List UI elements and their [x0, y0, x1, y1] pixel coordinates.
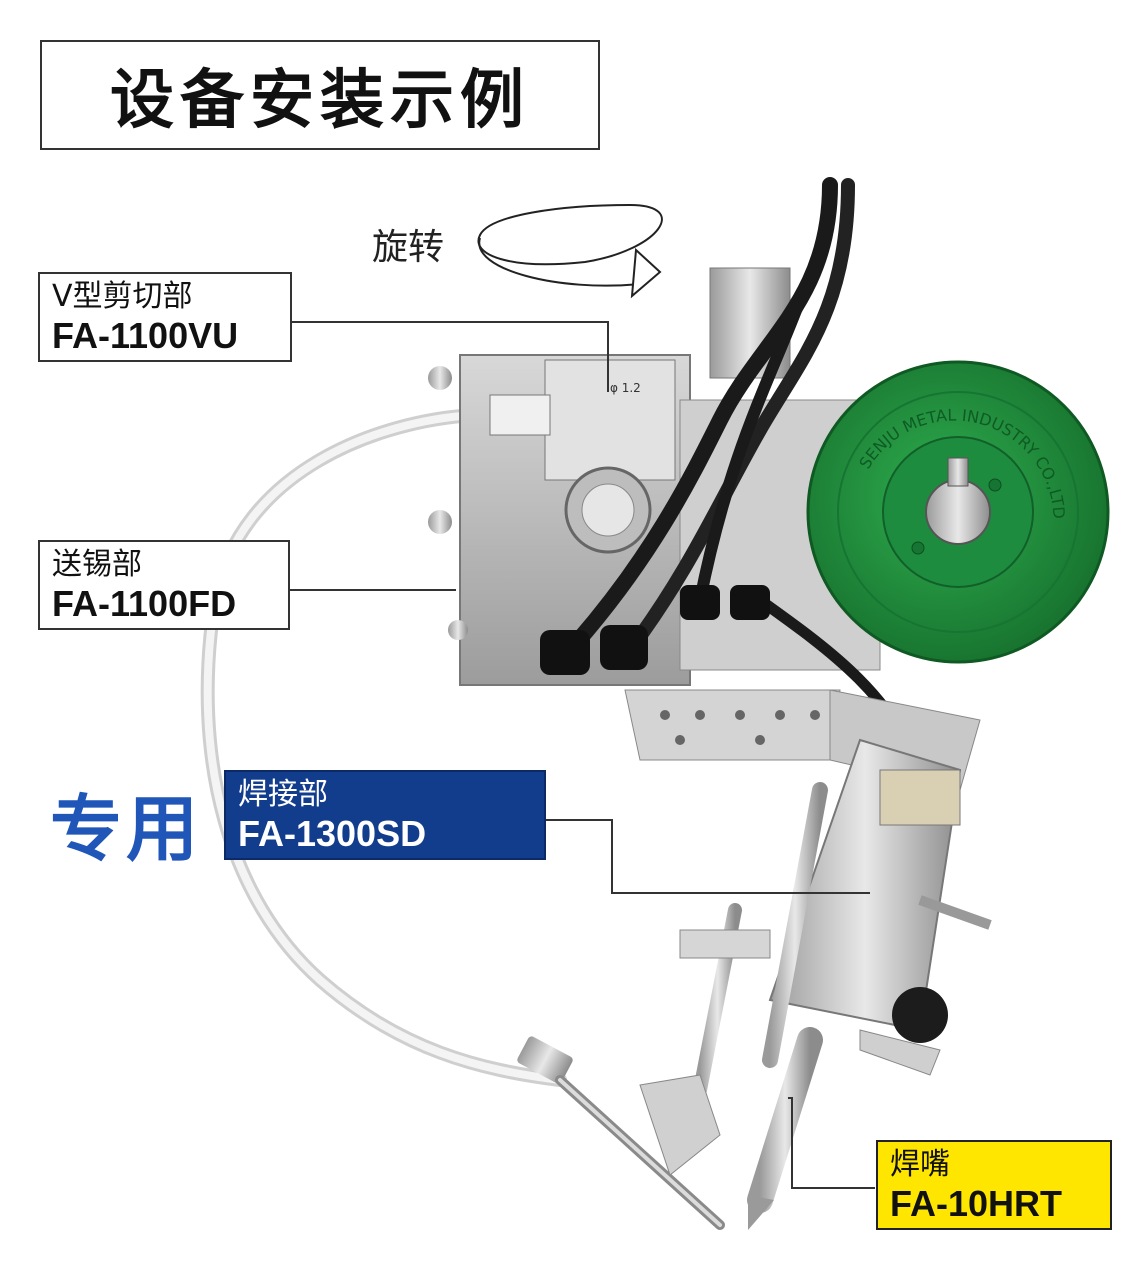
mounting-bracket — [624, 689, 841, 761]
callout-tip-model: FA-10HRT — [890, 1182, 1063, 1224]
callout-feeder-model: FA-1100FD — [52, 582, 237, 624]
callout-solder-head: 焊接部 FA-1300SD — [224, 770, 546, 860]
callout-feeder: 送锡部 FA-1100FD — [38, 540, 290, 630]
rotation-arrow — [477, 204, 663, 299]
callout-tip: 焊嘴 FA-10HRT — [876, 1140, 1112, 1230]
callout-feeder-name: 送锡部 — [52, 547, 142, 582]
callout-tip-name: 焊嘴 — [890, 1147, 950, 1182]
callout-cutter-name: V型剪切部 — [52, 279, 193, 314]
callout-cutter-model: FA-1100VU — [52, 314, 239, 356]
feeder-body: φ 1.2 — [428, 354, 691, 686]
rotate-label: 旋转 — [372, 227, 445, 268]
solder-head-body — [768, 689, 992, 1076]
soldering-tip — [747, 1027, 823, 1230]
special-label: 专用 — [50, 787, 203, 871]
feed-nozzle — [517, 1036, 725, 1230]
solder-reel — [806, 360, 1110, 664]
heater-rods — [639, 782, 828, 1176]
page-title: 设备安装示例 — [110, 64, 530, 138]
diameter-mark: φ 1.2 — [610, 381, 641, 395]
title-box: 设备安装示例 — [40, 40, 600, 150]
leader-lines — [290, 321, 875, 1189]
callout-solder-head-name: 焊接部 — [238, 777, 328, 812]
callout-solder-head-model: FA-1300SD — [238, 812, 427, 854]
callout-cutter: V型剪切部 FA-1100VU — [38, 272, 292, 362]
